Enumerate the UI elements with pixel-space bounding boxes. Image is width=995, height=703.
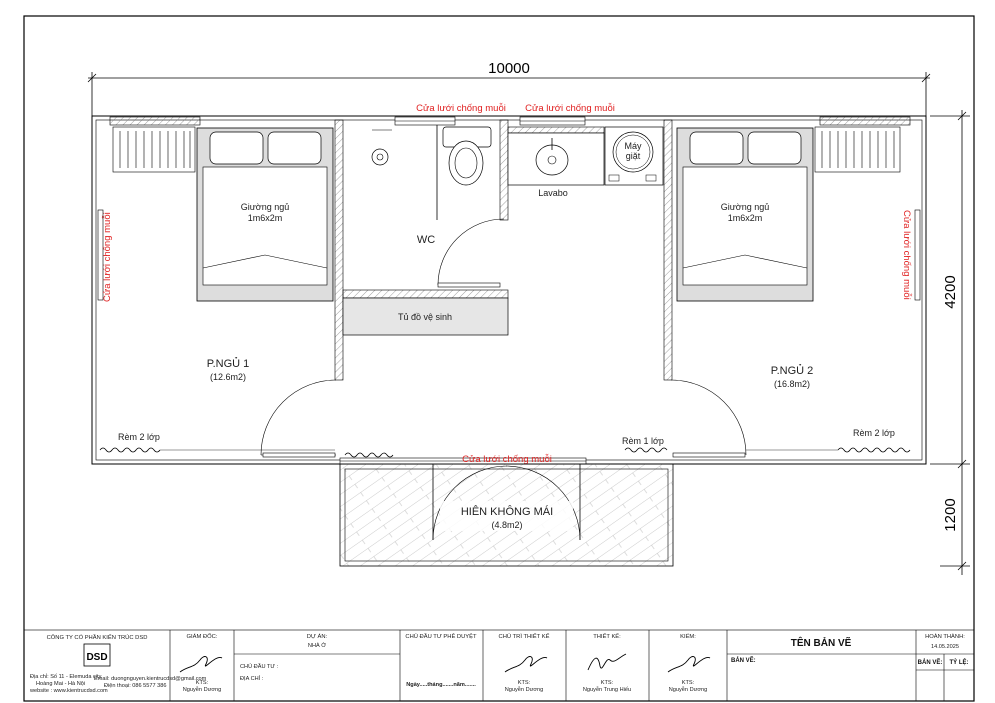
design-signature: [587, 653, 627, 671]
dimension-height-upper: 4200: [942, 275, 959, 308]
porch-area: (4.8m2): [491, 520, 522, 530]
door-bedroom-1: [260, 379, 337, 456]
interior-walls: [334, 119, 673, 381]
curtain-left: [99, 447, 161, 453]
svg-text:DSD: DSD: [86, 652, 107, 663]
lead-name: Nguyễn Dương: [505, 686, 544, 693]
screen-door-top-left-label: Cửa lưới chống muỗi: [416, 103, 506, 114]
director-header: GIÁM ĐỐC:: [187, 633, 218, 640]
company-name: CÔNG TY CỔ PHẦN KIẾN TRÚC DSD: [47, 634, 148, 641]
porch-name: HIÊN KHÔNG MÁI: [461, 505, 553, 518]
bed-2-label: Giường ngủ: [721, 202, 769, 212]
owner-label: CHỦ ĐẦU TƯ :: [240, 663, 279, 670]
wc-room: WC Tủ đồ vệ sinh: [342, 125, 509, 336]
complete-date: 14.05.2025: [931, 644, 959, 650]
scale-label: TỶ LỆ:: [950, 658, 969, 666]
bottom-wall-details: [339, 452, 587, 465]
floor-drain: [371, 148, 389, 166]
pillow-2b: [747, 131, 802, 165]
porch: HIÊN KHÔNG MÁI (4.8m2): [339, 463, 674, 567]
washer-label-1: Máy: [624, 141, 642, 151]
dimension-height-lower: 1200: [942, 498, 959, 531]
toilet-bowl: [448, 140, 484, 186]
lead-signature: [504, 656, 548, 673]
screen-door-right: [914, 209, 921, 301]
drawing-label: BẢN VẼ:: [731, 657, 756, 664]
check-signature: [667, 656, 711, 673]
curtain-middle: [624, 447, 668, 453]
screen-door-bottom-label: Cửa lưới chống muỗi: [462, 454, 552, 465]
pillow-1b: [267, 131, 322, 165]
cabinet: [342, 297, 509, 336]
site-address-label: ĐỊA CHỈ :: [240, 675, 264, 682]
dimension-right: [930, 110, 970, 575]
company-address-2: Hoàng Mai - Hà Nội: [36, 681, 85, 687]
screen-door-left: [97, 209, 104, 301]
check-header: KIỂM:: [680, 633, 696, 640]
bed-1-size: 1m6x2m: [248, 213, 283, 223]
shelf-unit-left: [112, 126, 196, 173]
pillow-2a: [689, 131, 744, 165]
bedroom-1-name: P.NGỦ 1: [207, 357, 250, 370]
design-header: THIẾT KẾ:: [593, 633, 621, 640]
door-wc: [437, 218, 505, 286]
lead-header: CHỦ TRÌ THIẾT KẾ: [499, 633, 550, 640]
bedroom-2-name: P.NGỦ 2: [771, 364, 814, 377]
bedroom-1: Giường ngủ 1m6x2m P.NGỦ 1 (12.6m2) Rèm 2…: [99, 126, 337, 458]
dimension-width: 10000: [488, 60, 530, 77]
curtain-middle-label: Rèm 1 lớp: [622, 436, 664, 446]
washer-label-2: giặt: [626, 151, 641, 161]
screen-door-top-right-label: Cửa lưới chống muỗi: [525, 103, 615, 114]
wc-name: WC: [417, 234, 435, 246]
dimension-top: [87, 72, 931, 116]
shelf-unit-right: [814, 126, 901, 173]
door-bedroom-2: [670, 379, 747, 456]
bedroom-2-area: (16.8m2): [774, 379, 810, 389]
lead-title: KTS:: [518, 680, 531, 686]
project-name: NHÀ Ở: [308, 642, 326, 649]
screen-door-right-label: Cửa lưới chống muỗi: [901, 210, 912, 300]
company-address-1: Địa chỉ: Số 11 - Elemuda city,: [30, 673, 103, 680]
director-signature: [179, 656, 223, 673]
laundry-area: Lavabo Máy giặt: [507, 126, 664, 198]
bed-2-size: 1m6x2m: [728, 213, 763, 223]
bedroom-2: Giường ngủ 1m6x2m P.NGỦ 2 (16.8m2) Rèm 2…: [622, 126, 911, 458]
approve-header: CHỦ ĐẦU TƯ PHÊ DUYỆT: [405, 632, 477, 640]
pillow-1a: [209, 131, 264, 165]
curtain-right-label: Rèm 2 lớp: [853, 428, 895, 438]
design-name: Nguyễn Trung Hiếu: [583, 686, 631, 693]
drawing-title: TÊN BẢN VẼ: [791, 636, 852, 649]
company-email: Email: duongnguyen.kientrucdsd@gmail.com: [94, 676, 207, 682]
title-block: [23, 629, 975, 702]
approve-date: Ngày.....tháng.......năm.......: [406, 682, 476, 688]
company-website: website : www.kientrucdsd.com: [29, 688, 108, 694]
design-title: KTS:: [601, 680, 614, 686]
check-name: Nguyễn Dương: [669, 686, 708, 693]
curtain-left-label: Rèm 2 lớp: [118, 432, 160, 442]
bed-1-label: Giường ngủ: [241, 202, 289, 212]
company-logo: DSD: [83, 643, 111, 667]
director-title: KTS:: [196, 680, 209, 686]
cabinet-label: Tủ đồ vệ sinh: [398, 312, 452, 322]
check-title: KTS:: [682, 680, 695, 686]
project-header: DỰ ÁN:: [307, 633, 328, 640]
complete-header: HOÀN THÀNH:: [925, 633, 965, 640]
top-wall-details: [109, 116, 911, 126]
screen-door-left-label: Cửa lưới chống muỗi: [102, 212, 113, 302]
company-phone: Điện thoại: 086 5577 386: [104, 683, 167, 689]
director-name: Nguyễn Dương: [183, 686, 222, 693]
lavabo-label: Lavabo: [538, 188, 568, 198]
sheet-label: BẢN VẼ:: [918, 659, 943, 666]
bedroom-1-area: (12.6m2): [210, 372, 246, 382]
curtain-right: [837, 447, 911, 453]
